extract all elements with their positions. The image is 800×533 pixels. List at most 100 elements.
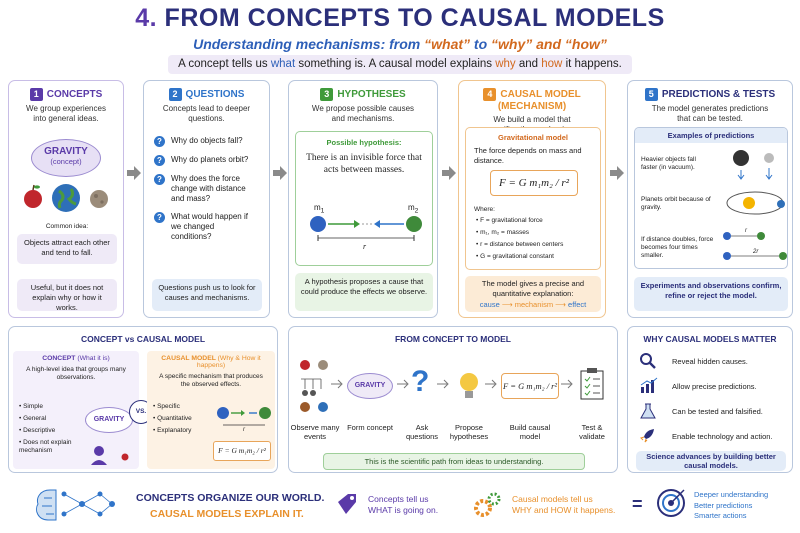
gravitational-model-text: The force depends on mass and distance. — [474, 146, 582, 165]
concept-side-desc: A high-level idea that groups many obser… — [26, 366, 126, 381]
def-text: F = gravitational force — [480, 217, 543, 224]
magnifier-icon — [640, 353, 656, 369]
chain-cause: cause — [479, 300, 500, 309]
causal-side-head: CAUSAL MODEL (Why & How it happens) — [147, 355, 275, 369]
concept-list-text: Simple — [23, 403, 43, 410]
footer-line2: CAUSAL MODELS EXPLAIN IT. — [150, 508, 304, 520]
force-arrow-left-icon — [374, 220, 380, 228]
causal-list-1: • Specific — [153, 403, 180, 410]
prediction-1: Heavier objects fall faster (in vacuum). — [641, 156, 696, 171]
tag-c: it happens. — [562, 58, 622, 70]
tag-icon — [338, 494, 356, 514]
flow-arrow-icon — [485, 379, 497, 389]
flow-formula: F = G m₁m₂ / r² — [501, 373, 559, 399]
title-number: 4. — [135, 4, 158, 32]
footer-c2: WHAT is going on. — [368, 505, 439, 515]
pred-r-label: r — [745, 228, 747, 234]
page-subtitle: Understanding mechanisms: from “what” to… — [0, 36, 800, 52]
tag-what: what — [270, 58, 296, 70]
flow-title: FROM CONCEPT TO MODEL — [394, 334, 511, 344]
question-text: Why do objects fall? — [171, 136, 243, 145]
flow-arrow-icon — [331, 379, 343, 389]
footer-r1: Deeper understanding — [694, 490, 769, 499]
bar-chart-icon — [640, 377, 658, 393]
vs-title: CONCEPT vs CAUSAL MODEL — [80, 334, 206, 344]
concept-list-2: • General — [19, 415, 47, 422]
prediction-2: Planets orbit because of gravity. — [641, 196, 711, 211]
causal-side-title: CAUSAL MODEL — [161, 355, 216, 362]
predictions-box: Examples of predictions Heavier objects … — [634, 127, 788, 269]
def-text: m₁, m₂ = masses — [480, 229, 530, 236]
def-text: r = distance between centers — [480, 241, 564, 248]
predictions-title: PREDICTIONS & TESTS — [661, 89, 776, 100]
concepts-desc: We group experiences into general ideas. — [26, 104, 106, 123]
mass-1-icon — [310, 216, 326, 232]
pred-2r-label: 2r — [753, 249, 759, 255]
tag-b: something is. A causal model explains — [295, 58, 496, 70]
flask-icon — [640, 403, 656, 419]
flow-note: This is the scientific path from ideas t… — [323, 453, 585, 470]
predictions-note: Experiments and observations confirm, re… — [634, 277, 788, 311]
question-item: ?Why does the force change with distance… — [154, 174, 269, 204]
gravitational-model-title: Gravitational model — [497, 133, 569, 142]
gravitational-model-box: Gravitational model The force depends on… — [465, 127, 601, 270]
causal-side: CAUSAL MODEL (Why & How it happens) A sp… — [147, 351, 275, 469]
hypothesis-box-title: Possible hypothesis: — [326, 138, 402, 147]
concept-list-4: • Does not explain mechanism — [19, 439, 72, 454]
concepts-limit-note: Useful, but it does not explain why or h… — [17, 279, 117, 312]
chain-effect: effect — [568, 300, 587, 309]
mass-2-icon — [406, 216, 422, 232]
why-item-2: Allow precise predictions. — [672, 382, 757, 391]
distance-r-label: r — [363, 242, 367, 251]
causal-side-sub: (Why & How it happens) — [196, 355, 261, 369]
title-text: FROM CONCEPTS TO CAUSAL MODELS — [164, 4, 665, 32]
earth-icon — [52, 184, 80, 212]
question-icon: ? — [154, 212, 165, 223]
observe-events-icon — [300, 360, 328, 412]
arrow-1-icon — [127, 166, 141, 180]
questions-title: QUESTIONS — [185, 89, 245, 100]
def-4: • G = gravitational constant — [476, 253, 554, 260]
orbit-icon — [726, 191, 785, 215]
concept-list-text: Does not explain mechanism — [19, 439, 72, 454]
concept-list-1: • Simple — [19, 403, 43, 410]
footer-c1: Concepts tell us — [368, 494, 429, 504]
brain-network-icon — [35, 489, 115, 521]
hypothesis-box-text: There is an invisible force that acts be… — [306, 153, 422, 175]
concept-side-head: CONCEPT (What it is) — [13, 355, 139, 362]
causal-list-text: Explanatory — [157, 427, 192, 434]
gravity-label: GRAVITY — [44, 146, 88, 157]
apple-icon — [24, 190, 42, 208]
flow-arrow-icon — [561, 379, 573, 389]
causal-list-2: • Quantitative — [153, 415, 192, 422]
tag-a: A concept tells us — [178, 58, 271, 70]
footer-line1: CONCEPTS ORGANIZE OUR WORLD. — [136, 492, 325, 504]
question-icon: ? — [154, 136, 165, 147]
question-text: What would happen if we changed conditio… — [171, 212, 248, 241]
hypotheses-title: HYPOTHESES — [337, 89, 406, 100]
flow-step-5: Build causal model — [509, 423, 551, 441]
footer-r3: Smarter actions — [694, 511, 747, 520]
causal-side-desc: A specific mechanism that produces the o… — [159, 373, 263, 388]
flow-gravity-cloud: GRAVITY — [347, 373, 393, 399]
question-item: ?Why do planets orbit? — [154, 155, 269, 166]
tag-and: and — [515, 58, 542, 70]
flow-step-1: Observe many events — [290, 423, 340, 441]
causal-list-text: Specific — [157, 403, 180, 410]
causal-title: CAUSAL MODEL — [500, 89, 581, 100]
why-item-1: Reveal hidden causes. — [672, 357, 748, 366]
thinking-person-icon — [91, 446, 129, 465]
flow-step-6: Test & validate — [579, 423, 605, 441]
common-idea-text: Objects attract each other and tend to f… — [17, 234, 117, 264]
m1-sub: 1 — [320, 207, 325, 215]
footer-r2: Better predictions — [694, 500, 753, 510]
question-text: Why does the force change with distance … — [171, 174, 246, 203]
tag-why: why — [495, 58, 516, 70]
arrow-2-icon — [273, 166, 287, 180]
